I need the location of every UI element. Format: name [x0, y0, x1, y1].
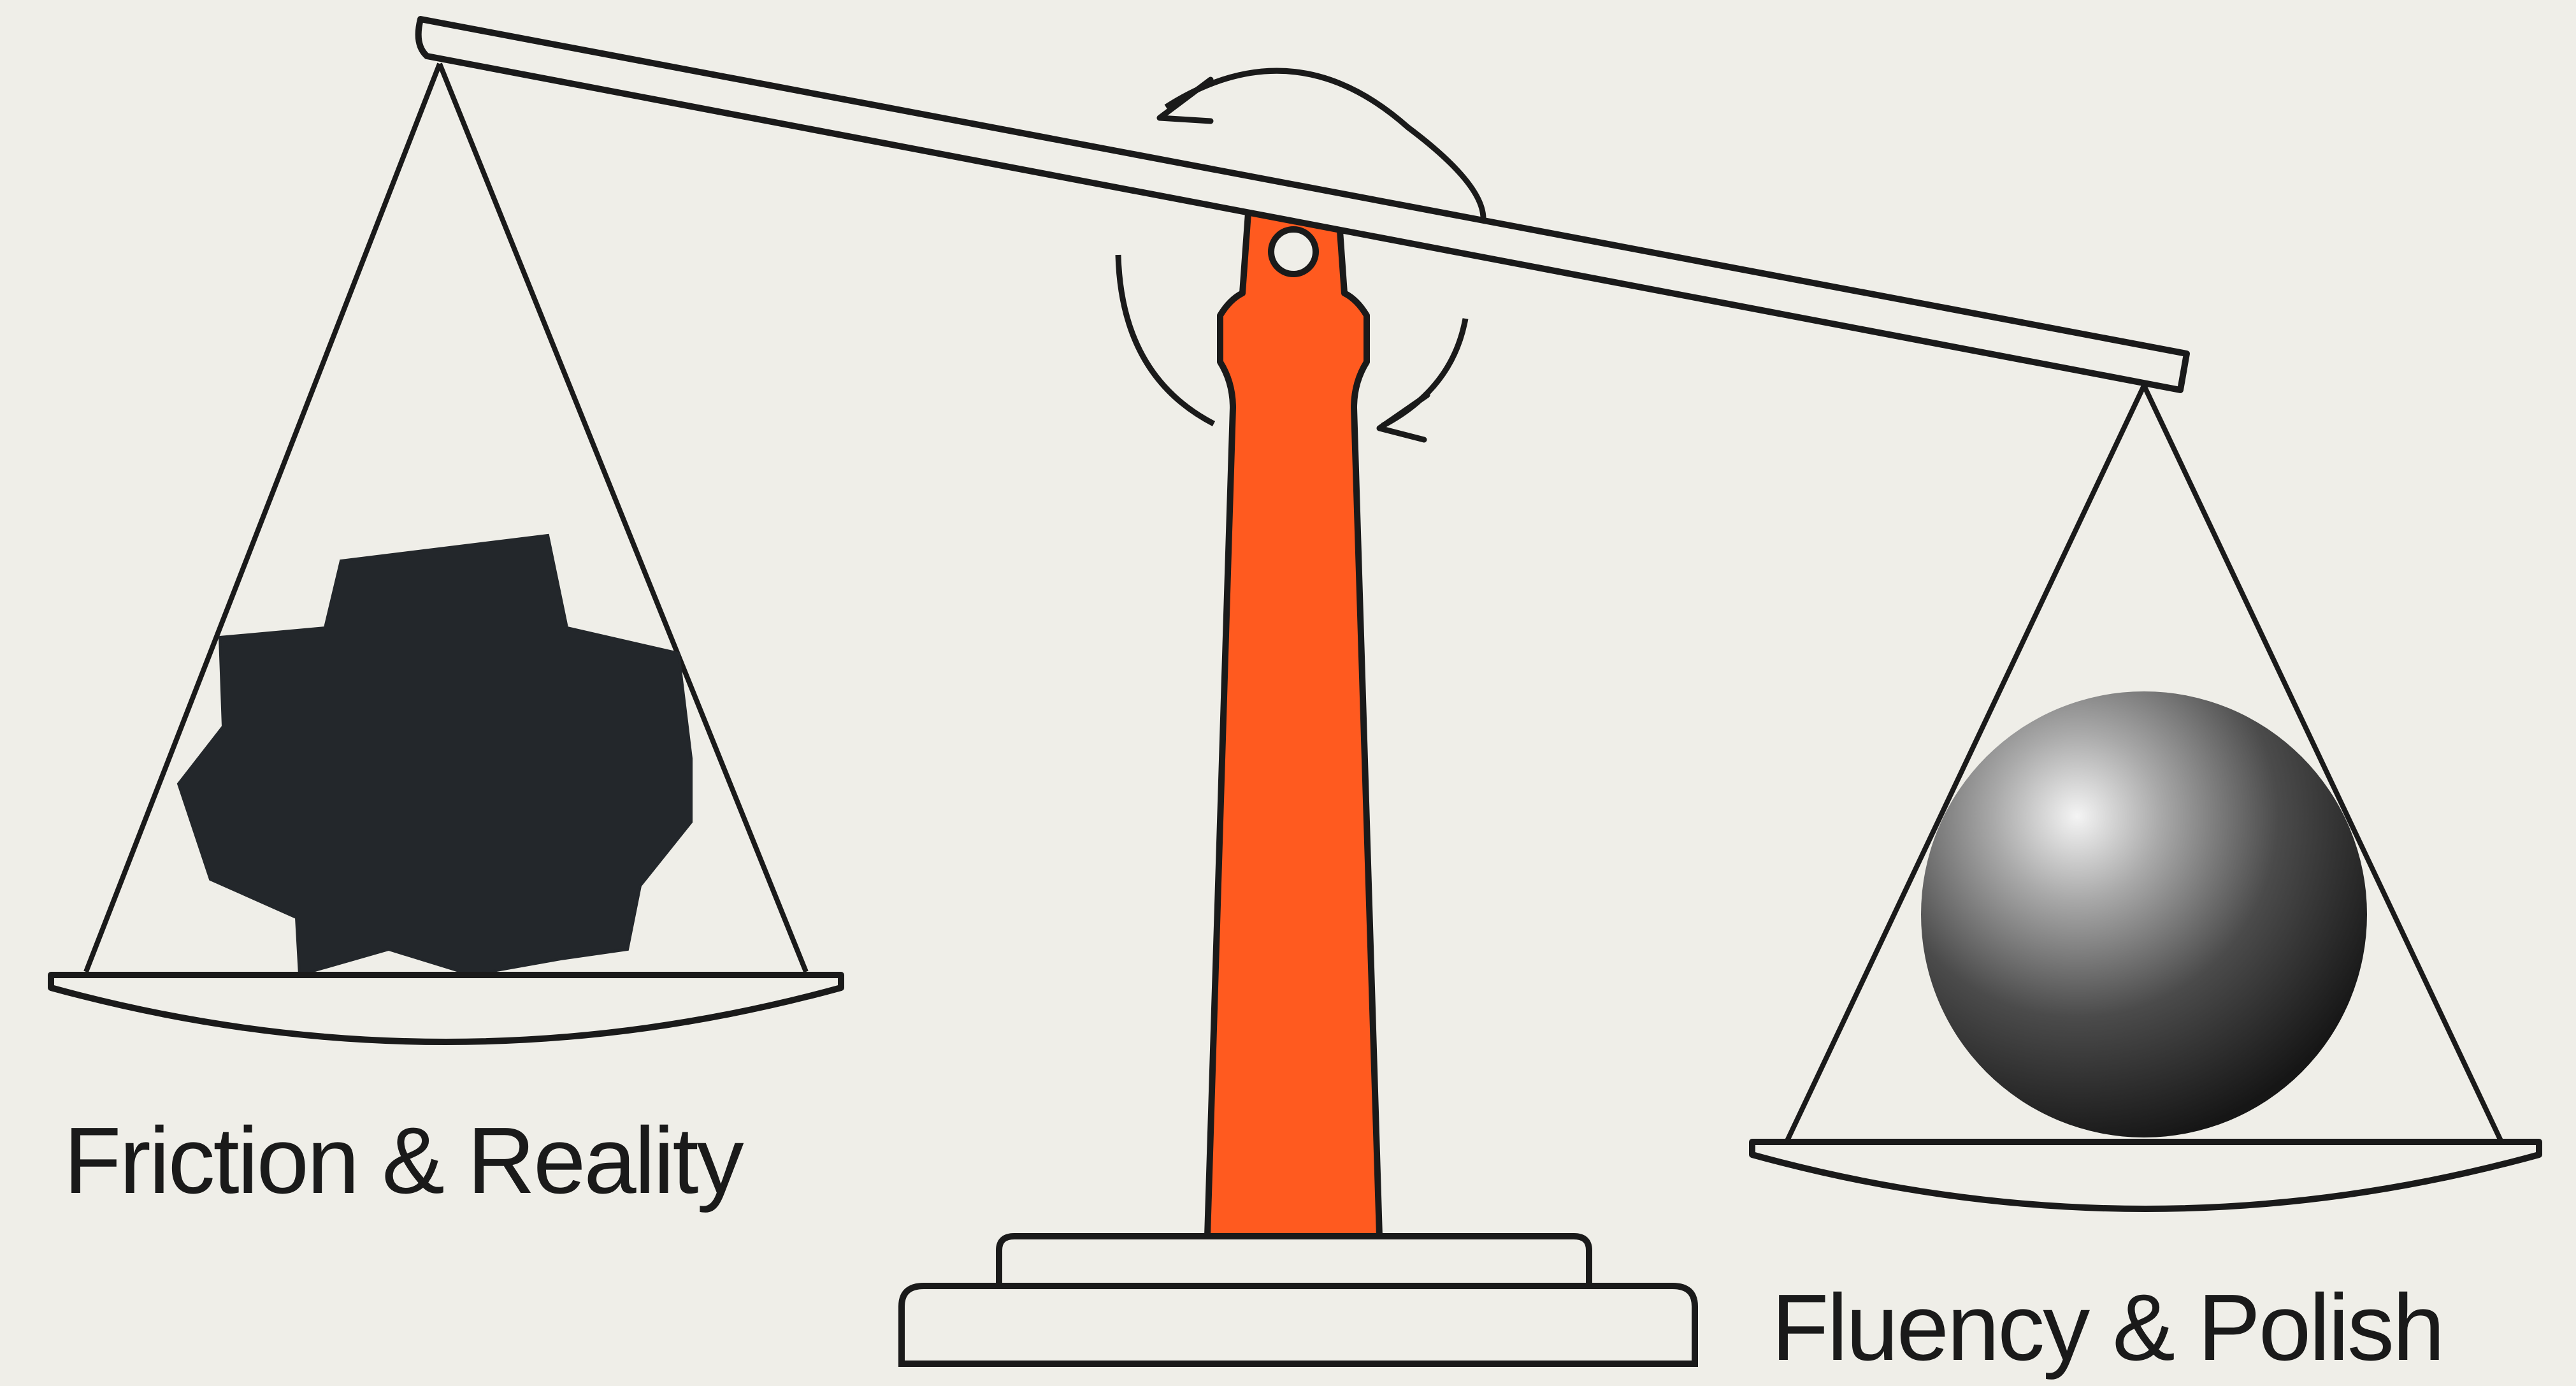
lower-arrow-head — [1379, 395, 1427, 440]
lower-right-arc — [1383, 319, 1465, 426]
scale-base — [902, 1236, 1695, 1364]
base-bottom-step — [902, 1286, 1695, 1364]
left-pan-label: Friction & Reality — [64, 1114, 742, 1208]
pivot-hole — [1271, 229, 1316, 274]
upper-arrow-head — [1160, 80, 1211, 121]
scale-stand — [1207, 190, 1379, 1236]
right-pan — [1752, 1142, 2539, 1209]
lower-left-arc — [1118, 255, 1214, 424]
jagged-rock-icon — [178, 535, 691, 975]
left-pan — [51, 975, 841, 1042]
right-pan-label: Fluency & Polish — [1771, 1281, 2443, 1375]
base-top-step — [999, 1236, 1589, 1286]
polished-sphere-icon — [1921, 691, 2367, 1137]
